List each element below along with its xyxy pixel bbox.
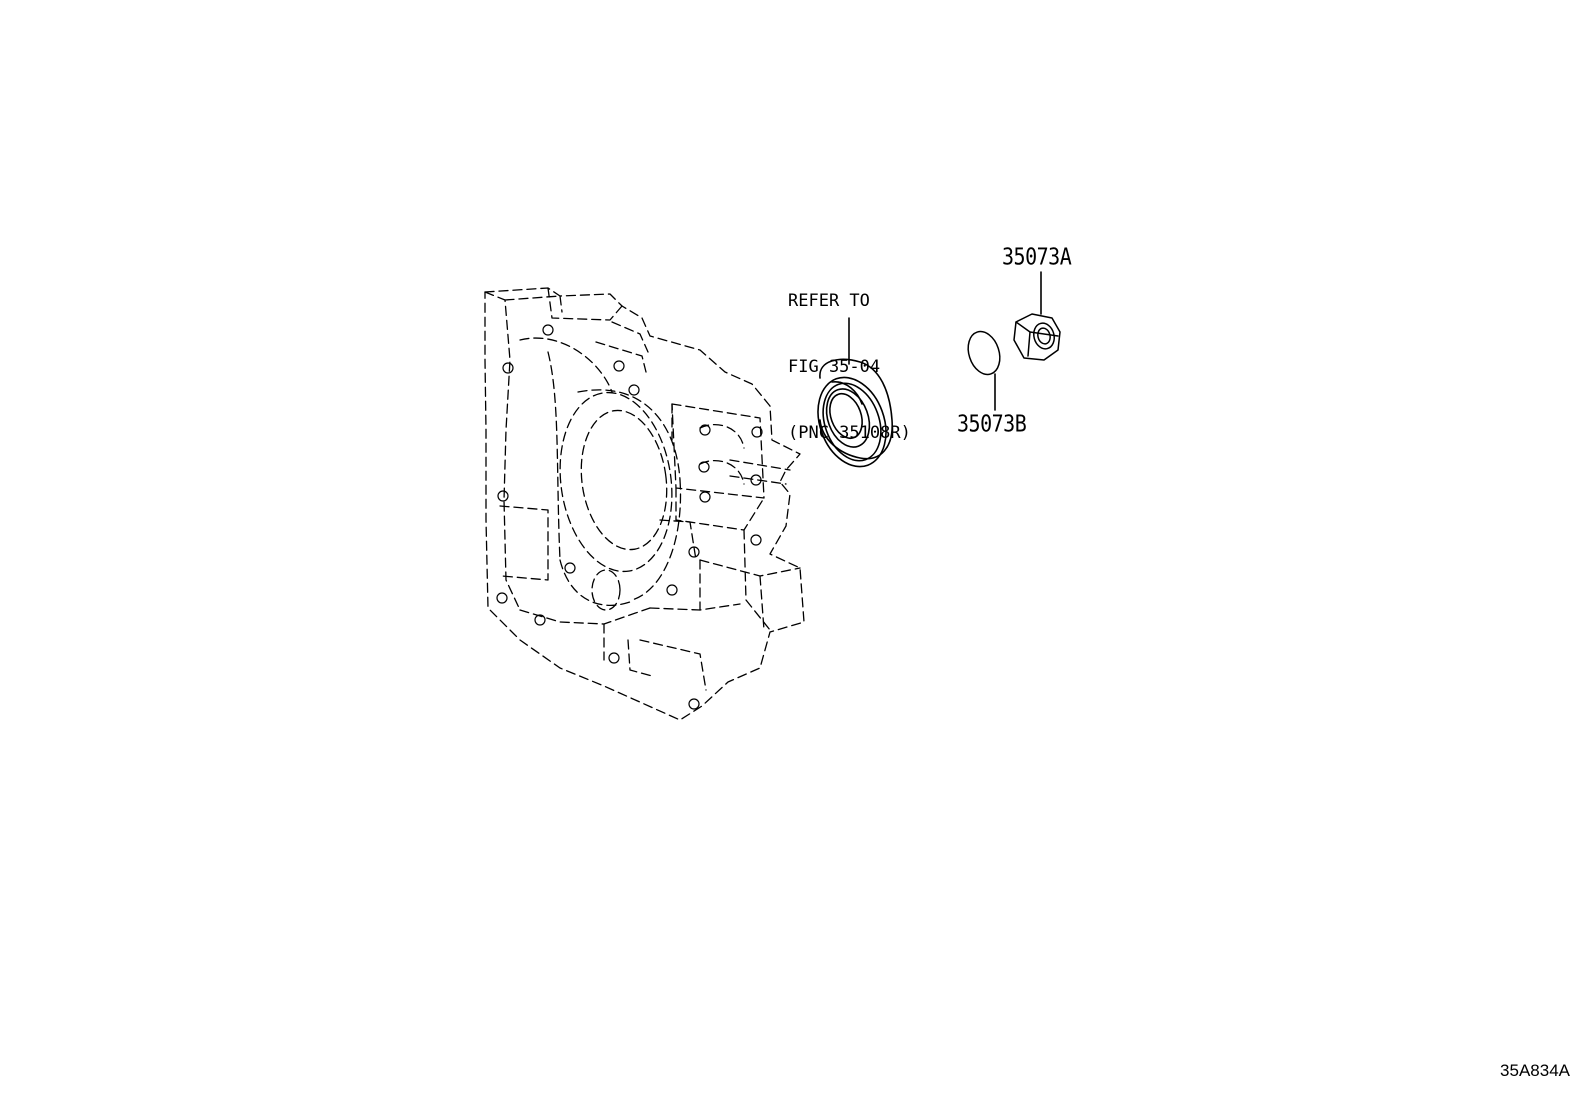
bolt-hole-icon <box>688 698 700 710</box>
part-number-gasket[interactable]: 35073B <box>957 409 1027 438</box>
oil-seal-icon <box>817 358 893 468</box>
bolt-hole-icon <box>608 652 620 664</box>
bolt-hole-icon <box>698 461 710 473</box>
bolt-hole-icon <box>613 360 625 372</box>
reference-note-line1: REFER TO <box>788 291 870 311</box>
bolt-hole-icon <box>699 491 711 503</box>
gasket-ring-icon <box>967 330 1001 376</box>
bolt-hole-icon <box>699 424 711 436</box>
bolt-holes <box>496 324 763 710</box>
transmission-case-icon <box>484 287 805 721</box>
bolt-hole-icon <box>628 384 640 396</box>
bolt-hole-icon <box>502 362 514 374</box>
part-number-plug[interactable]: 35073A <box>1002 242 1072 271</box>
drain-plug-icon <box>1013 313 1061 361</box>
bolt-hole-icon <box>751 426 763 438</box>
figure-id: 35A834A <box>1500 1061 1570 1080</box>
reference-note-line2: FIG 35-04 <box>788 357 881 377</box>
bolt-hole-icon <box>534 614 546 626</box>
bolt-hole-icon <box>496 592 508 604</box>
bolt-hole-icon <box>750 534 762 546</box>
bolt-hole-icon <box>564 562 576 574</box>
reference-note: REFER TO FIG 35-04 (PNC 35108R) <box>788 246 911 466</box>
bolt-hole-icon <box>497 490 509 502</box>
bolt-hole-icon <box>666 584 678 596</box>
bolt-hole-icon <box>688 546 700 558</box>
bolt-hole-icon <box>750 474 762 486</box>
bolt-hole-icon <box>542 324 554 336</box>
reference-note-line3: (PNC 35108R) <box>788 423 911 443</box>
